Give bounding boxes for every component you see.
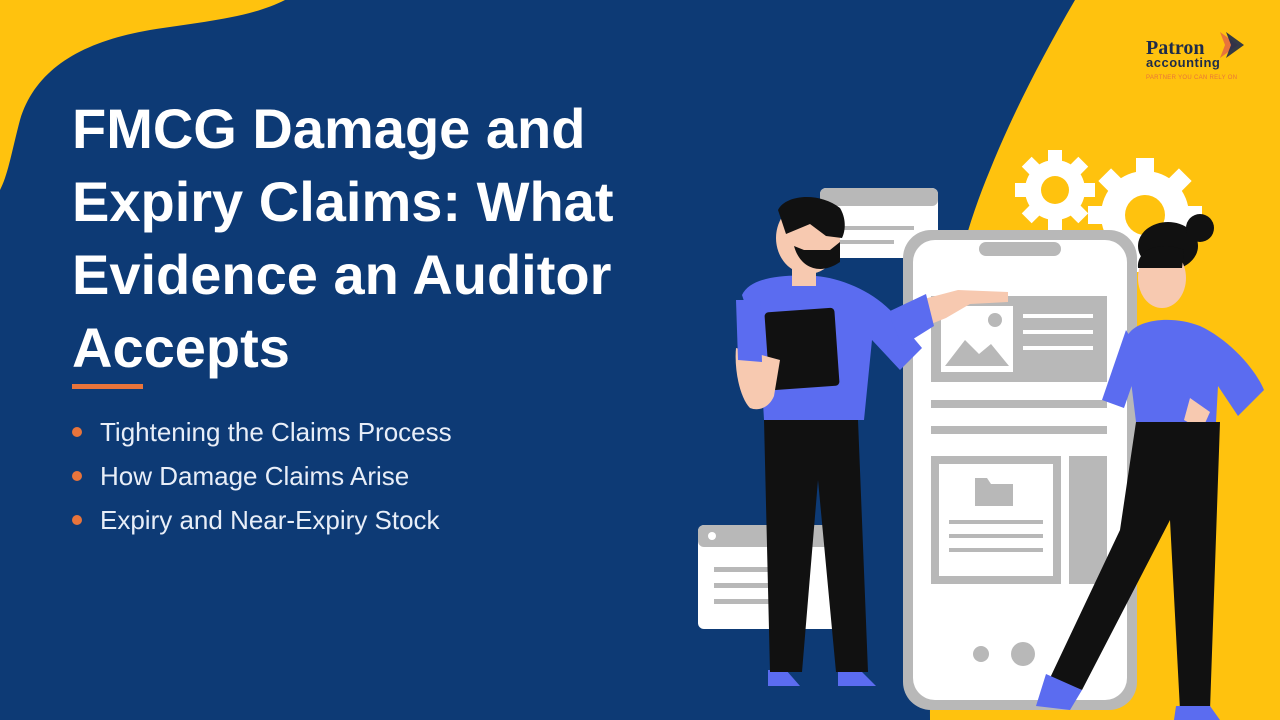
title-line-1: FMCG Damage and (72, 97, 586, 160)
logo-arrow-icon (1220, 32, 1244, 58)
title-line-2: Expiry Claims: What (72, 170, 614, 233)
bullet-text: Expiry and Near-Expiry Stock (100, 505, 440, 535)
top-left-yellow-blob (0, 0, 285, 190)
bullet-text: Tightening the Claims Process (100, 417, 452, 447)
title-line-4: Accepts (72, 316, 290, 379)
gear-icon (1015, 150, 1095, 230)
list-item: Tightening the Claims Process (72, 412, 452, 456)
page-title: FMCG Damage and Expiry Claims: What Evid… (72, 92, 672, 384)
bullet-dot (72, 471, 82, 481)
woman-figure (1036, 214, 1264, 720)
image-icon (941, 306, 1013, 372)
bullet-dot (72, 427, 82, 437)
smartphone-illustration (903, 230, 1137, 710)
browser-window-card (820, 188, 938, 258)
list-item: Expiry and Near-Expiry Stock (72, 500, 452, 544)
title-underline (72, 384, 143, 389)
title-line-3: Evidence an Auditor (72, 243, 612, 306)
list-item: How Damage Claims Arise (72, 456, 452, 500)
bullet-list: Tightening the Claims Process How Damage… (72, 412, 452, 544)
company-logo: Patron accounting PARTNER YOU CAN RELY O… (1146, 28, 1256, 88)
man-figure (735, 196, 1008, 686)
folder-icon (975, 478, 1013, 506)
logo-name-line1: Patron (1146, 37, 1205, 59)
bullet-dot (72, 515, 82, 525)
logo-tagline: PARTNER YOU CAN RELY ON (1146, 75, 1238, 81)
logo-name-line2: accounting (1146, 55, 1221, 70)
illustration (698, 150, 1264, 720)
bullet-text: How Damage Claims Arise (100, 461, 410, 491)
